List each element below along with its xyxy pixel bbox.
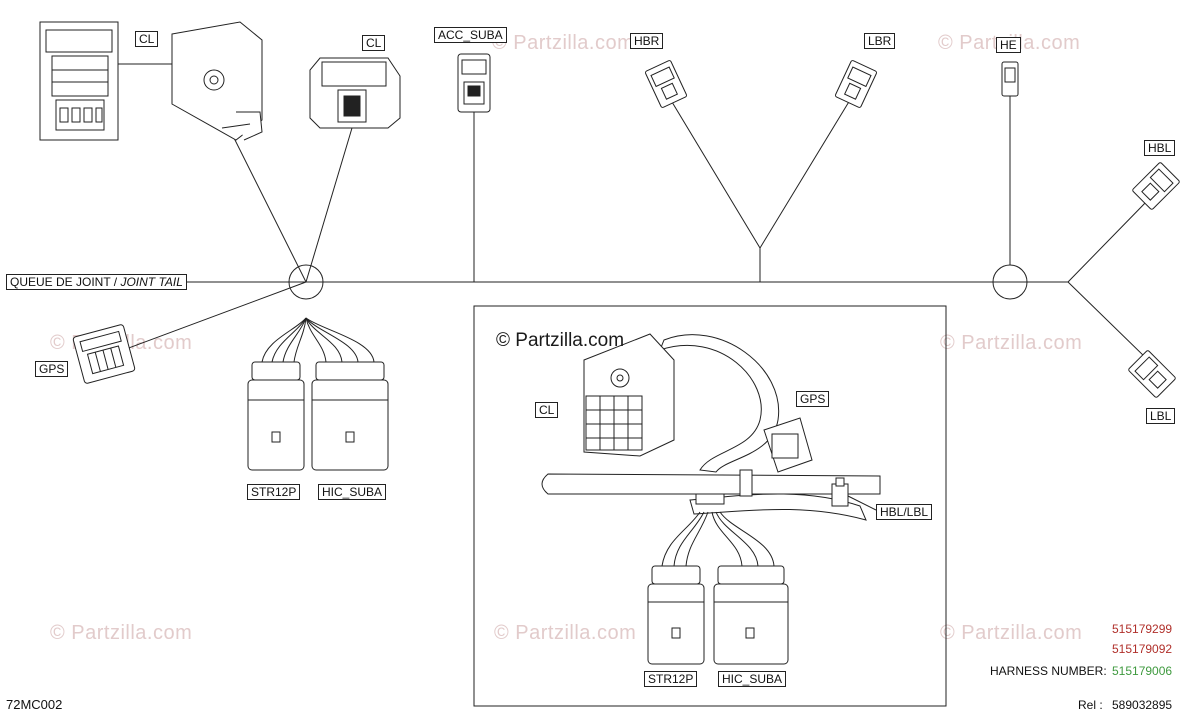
label-joint-tail: QUEUE DE JOINT / JOINT TAIL — [6, 274, 187, 290]
hic-suba-connector — [311, 361, 389, 471]
harness-number-label: HARNESS NUMBER: — [990, 664, 1107, 678]
inset-frame — [473, 305, 947, 707]
label-cl-ecu: CL — [135, 31, 159, 47]
junction-left — [288, 264, 324, 300]
inset-harness — [541, 333, 881, 665]
part-number-1: 515179299 — [1112, 622, 1173, 636]
str12p-connector — [247, 361, 305, 471]
joint-tail-en: JOINT TAIL — [120, 275, 183, 289]
inset-label-hic-suba: HIC_SUBA — [718, 671, 787, 687]
inset-label-gps: GPS — [796, 391, 830, 407]
cl-ecu-connector-side — [171, 21, 263, 141]
watermark: © Partzilla.com — [492, 32, 635, 54]
hbr-connector — [645, 60, 687, 108]
watermark: © Partzilla.com — [494, 622, 637, 644]
lbl-connector — [1128, 350, 1176, 398]
diagram-code: 72MC002 — [6, 697, 63, 712]
label-acc-suba: ACC_SUBA — [434, 27, 507, 43]
label-lbr: LBR — [864, 33, 896, 49]
inset-watermark: © Partzilla.com — [496, 330, 625, 351]
label-hbl: HBL — [1144, 140, 1176, 156]
watermark: © Partzilla.com — [940, 332, 1083, 354]
label-he: HE — [996, 37, 1021, 53]
label-lbl: LBL — [1146, 408, 1176, 424]
joint-tail-fr: QUEUE DE JOINT / — [10, 275, 121, 289]
watermark: © Partzilla.com — [50, 622, 193, 644]
he-connector — [1001, 61, 1019, 97]
acc-suba-connector — [457, 53, 491, 113]
label-gps: GPS — [35, 361, 69, 377]
cl-connector — [309, 57, 401, 129]
gps-connector — [72, 324, 136, 384]
hbl-connector — [1132, 162, 1180, 210]
label-hbr: HBR — [630, 33, 664, 49]
rel-label: Rel : — [1078, 698, 1103, 712]
label-cl-connector: CL — [362, 35, 386, 51]
lbr-connector — [835, 60, 877, 108]
part-number-2: 515179092 — [1112, 642, 1173, 656]
inset-label-hbl-lbl: HBL/LBL — [876, 504, 933, 520]
watermark: © Partzilla.com — [940, 622, 1083, 644]
inset-label-str12p: STR12P — [644, 671, 698, 687]
rel-value: 589032895 — [1112, 698, 1173, 712]
label-str12p: STR12P — [247, 484, 301, 500]
inset-label-cl: CL — [535, 402, 559, 418]
cl-ecu-connector-front — [39, 21, 119, 141]
label-hic-suba: HIC_SUBA — [318, 484, 387, 500]
part-number-3: 515179006 — [1112, 664, 1173, 678]
